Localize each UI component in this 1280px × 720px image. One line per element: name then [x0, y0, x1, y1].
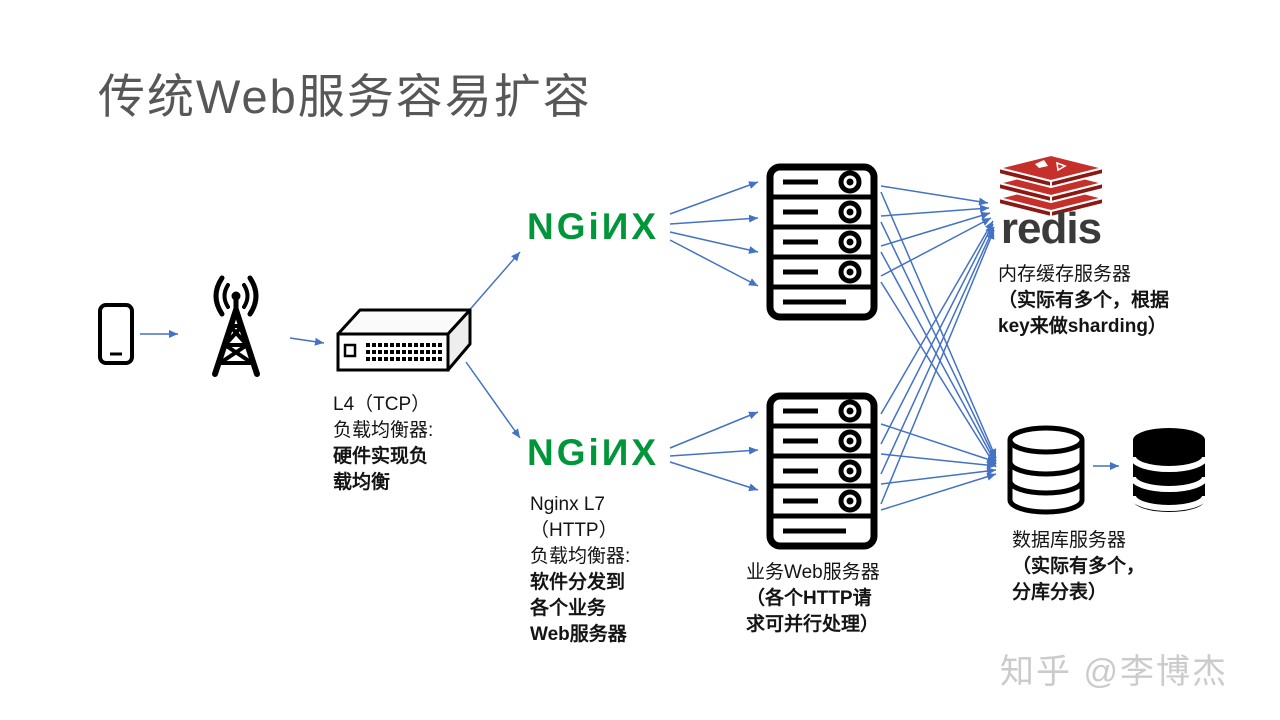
- nginx-logo-bottom: NGiИX: [527, 432, 660, 473]
- rack-server-icon: [766, 163, 878, 321]
- label-line: 分库分表）: [1012, 582, 1108, 603]
- page-title: 传统Web服务容易扩容: [98, 70, 592, 123]
- label-line: 各个业务: [530, 598, 607, 619]
- label-line: （实际有多个，: [1012, 556, 1146, 577]
- label-line: 数据库服务器: [1012, 530, 1127, 551]
- database-cylinder-icon: [1007, 425, 1085, 515]
- label-line: 负载均衡器:: [333, 420, 434, 441]
- label-line: Web服务器: [530, 624, 627, 645]
- redis-logo-icon: [998, 155, 1104, 218]
- l4-switch-icon: [336, 308, 472, 372]
- database-label: 数据库服务器 （实际有多个， 分库分表）: [1012, 528, 1145, 606]
- nginx-logo-top: NGiИX: [527, 206, 660, 247]
- rack-server-icon: [766, 392, 878, 550]
- label-line: 硬件实现负: [333, 446, 429, 467]
- smartphone-icon: [98, 303, 134, 365]
- label-line: （实际有多个，根据: [998, 290, 1170, 311]
- database-cylinder-filled-icon: [1130, 428, 1208, 512]
- label-line: （HTTP）: [530, 520, 618, 541]
- redis-cache-label: 内存缓存服务器 （实际有多个，根据 key来做sharding）: [998, 262, 1169, 340]
- zhihu-watermark: 知乎 @李博杰: [1000, 653, 1228, 691]
- label-line: 求可并行处理）: [746, 614, 880, 635]
- label-line: （各个HTTP请: [746, 588, 872, 609]
- nginx-l7-label: Nginx L7 （HTTP） 负载均衡器: 软件分发到 各个业务 Web服务器: [530, 492, 630, 648]
- l4-loadbalancer-label: L4（TCP） 负载均衡器: 硬件实现负 载均衡: [333, 392, 433, 496]
- label-line: 负载均衡器:: [530, 546, 631, 567]
- label-line: 业务Web服务器: [746, 562, 880, 583]
- redis-wordmark: redis: [1000, 204, 1102, 253]
- label-line: 软件分发到: [530, 572, 626, 593]
- label-line: key来做sharding）: [998, 316, 1167, 337]
- label-line: 内存缓存服务器: [998, 264, 1132, 285]
- web-server-label: 业务Web服务器 （各个HTTP请 求可并行处理）: [746, 560, 880, 638]
- label-line: Nginx L7: [530, 494, 605, 515]
- cell-tower-icon: [212, 275, 260, 377]
- label-line: L4（TCP）: [333, 394, 431, 415]
- label-line: 载均衡: [333, 472, 391, 493]
